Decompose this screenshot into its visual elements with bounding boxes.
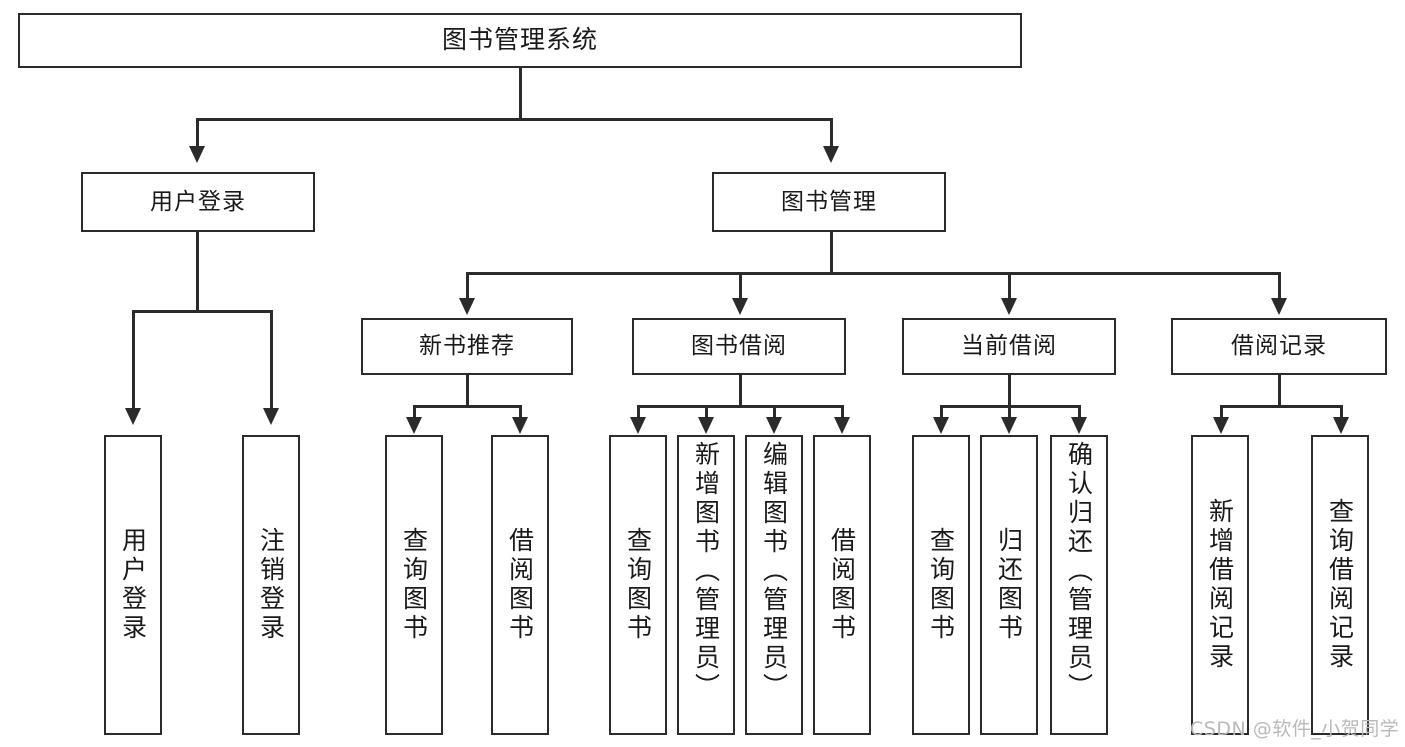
node-user-login[interactable]: 用户登录 bbox=[81, 172, 315, 232]
edge-drop-leaf-query-book-2 bbox=[637, 405, 640, 419]
node-label: 查询图书 bbox=[623, 527, 653, 643]
arrow-down-icon bbox=[125, 408, 141, 425]
arrow-down-icon bbox=[406, 417, 422, 434]
node-borrow-record[interactable]: 借阅记录 bbox=[1171, 318, 1387, 375]
node-label: 新增图书（管理员） bbox=[691, 441, 721, 702]
node-current-borrow[interactable]: 当前借阅 bbox=[902, 318, 1116, 375]
node-label: 用户登录 bbox=[150, 188, 246, 215]
edge-level2-bus bbox=[196, 118, 833, 121]
arrow-down-icon bbox=[698, 417, 714, 434]
edge-drop-user-login bbox=[196, 118, 199, 148]
arrow-down-icon bbox=[1213, 417, 1229, 434]
node-label: 查询图书 bbox=[926, 527, 956, 643]
arrow-down-icon bbox=[1001, 417, 1017, 434]
node-leaf-return-book[interactable]: 归还图书 bbox=[980, 435, 1038, 735]
node-label: 归还图书 bbox=[994, 527, 1024, 643]
edge-drop-leaf-query-record bbox=[1340, 405, 1343, 419]
node-leaf-query-book-3[interactable]: 查询图书 bbox=[912, 435, 970, 735]
arrow-down-icon bbox=[1071, 417, 1087, 434]
node-leaf-borrow-book-2[interactable]: 借阅图书 bbox=[813, 435, 871, 735]
node-leaf-add-record[interactable]: 新增借阅记录 bbox=[1191, 435, 1249, 735]
node-root-system[interactable]: 图书管理系统 bbox=[18, 13, 1022, 68]
node-label: 借阅图书 bbox=[505, 527, 535, 643]
edge-drop-leaf-borrow-book-1 bbox=[519, 405, 522, 419]
arrow-down-icon bbox=[263, 408, 279, 425]
arrow-down-icon bbox=[766, 417, 782, 434]
edge-book-management-stem bbox=[830, 232, 833, 274]
node-label: 图书管理 bbox=[781, 188, 877, 215]
node-label: 新增借阅记录 bbox=[1205, 498, 1235, 672]
edge-user-login-bus bbox=[132, 310, 272, 313]
node-leaf-borrow-book-1[interactable]: 借阅图书 bbox=[491, 435, 549, 735]
edge-borrow-record-stem bbox=[1278, 375, 1281, 407]
node-label: 查询图书 bbox=[399, 527, 429, 643]
edge-book-borrow-stem bbox=[739, 375, 742, 407]
arrow-down-icon bbox=[1001, 298, 1017, 315]
edge-borrow-record-bus bbox=[1220, 405, 1340, 408]
edge-user-login-stem bbox=[196, 232, 199, 312]
node-label: 当前借阅 bbox=[961, 333, 1057, 360]
edge-root-stem bbox=[519, 68, 522, 120]
node-label: 借阅记录 bbox=[1231, 333, 1327, 360]
edge-drop-borrow-record bbox=[1278, 272, 1281, 300]
node-book-borrow[interactable]: 图书借阅 bbox=[632, 318, 846, 375]
edge-drop-current-borrow bbox=[1008, 272, 1011, 300]
arrow-down-icon bbox=[630, 417, 646, 434]
edge-drop-leaf-add-book bbox=[705, 405, 708, 419]
node-label: 图书借阅 bbox=[691, 333, 787, 360]
arrow-down-icon bbox=[933, 417, 949, 434]
edge-new-book-bus bbox=[413, 405, 519, 408]
edge-drop-new-book-recommend bbox=[466, 272, 469, 300]
edge-new-book-stem bbox=[466, 375, 469, 407]
edge-drop-leaf-edit-book bbox=[773, 405, 776, 419]
arrow-down-icon bbox=[1271, 298, 1287, 315]
arrow-down-icon bbox=[459, 298, 475, 315]
arrow-down-icon bbox=[732, 298, 748, 315]
edge-drop-leaf-confirm-return bbox=[1078, 405, 1081, 419]
node-label: 查询借阅记录 bbox=[1325, 498, 1355, 672]
node-leaf-user-login[interactable]: 用户登录 bbox=[104, 435, 162, 735]
edge-drop-leaf-query-book-1 bbox=[413, 405, 416, 419]
node-book-management[interactable]: 图书管理 bbox=[712, 172, 946, 232]
edge-drop-book-management bbox=[830, 118, 833, 148]
node-label: 编辑图书（管理员） bbox=[759, 441, 789, 702]
edge-drop-leaf-add-record bbox=[1220, 405, 1223, 419]
node-leaf-query-book-1[interactable]: 查询图书 bbox=[385, 435, 443, 735]
node-label: 新书推荐 bbox=[419, 333, 515, 360]
edge-drop-leaf-query-book-3 bbox=[940, 405, 943, 419]
arrow-down-icon bbox=[823, 146, 839, 163]
edge-drop-book-borrow bbox=[739, 272, 742, 300]
edge-drop-leaf-logout-login bbox=[270, 310, 273, 410]
node-label: 借阅图书 bbox=[827, 527, 857, 643]
node-label: 注销登录 bbox=[256, 527, 286, 643]
edge-drop-leaf-return-book bbox=[1008, 405, 1011, 419]
edge-level3-bus bbox=[466, 272, 1278, 275]
arrow-down-icon bbox=[834, 417, 850, 434]
edge-current-borrow-stem bbox=[1008, 375, 1011, 407]
node-leaf-query-book-2[interactable]: 查询图书 bbox=[609, 435, 667, 735]
node-leaf-add-book[interactable]: 新增图书（管理员） bbox=[677, 435, 735, 735]
edge-drop-leaf-borrow-book-2 bbox=[841, 405, 844, 419]
node-new-book-recommend[interactable]: 新书推荐 bbox=[361, 318, 573, 375]
edge-book-borrow-bus bbox=[637, 405, 843, 408]
watermark-text: CSDN @软件_小贺同学 bbox=[1190, 718, 1400, 740]
node-label: 用户登录 bbox=[118, 527, 148, 643]
arrow-down-icon bbox=[512, 417, 528, 434]
node-label: 图书管理系统 bbox=[441, 25, 598, 55]
arrow-down-icon bbox=[1333, 417, 1349, 434]
node-leaf-edit-book[interactable]: 编辑图书（管理员） bbox=[745, 435, 803, 735]
node-leaf-confirm-return[interactable]: 确认归还（管理员） bbox=[1050, 435, 1108, 735]
arrow-down-icon bbox=[189, 146, 205, 163]
node-label: 确认归还（管理员） bbox=[1064, 441, 1094, 702]
node-leaf-query-record[interactable]: 查询借阅记录 bbox=[1311, 435, 1369, 735]
edge-drop-leaf-user-login bbox=[132, 310, 135, 410]
node-leaf-logout-login[interactable]: 注销登录 bbox=[242, 435, 300, 735]
